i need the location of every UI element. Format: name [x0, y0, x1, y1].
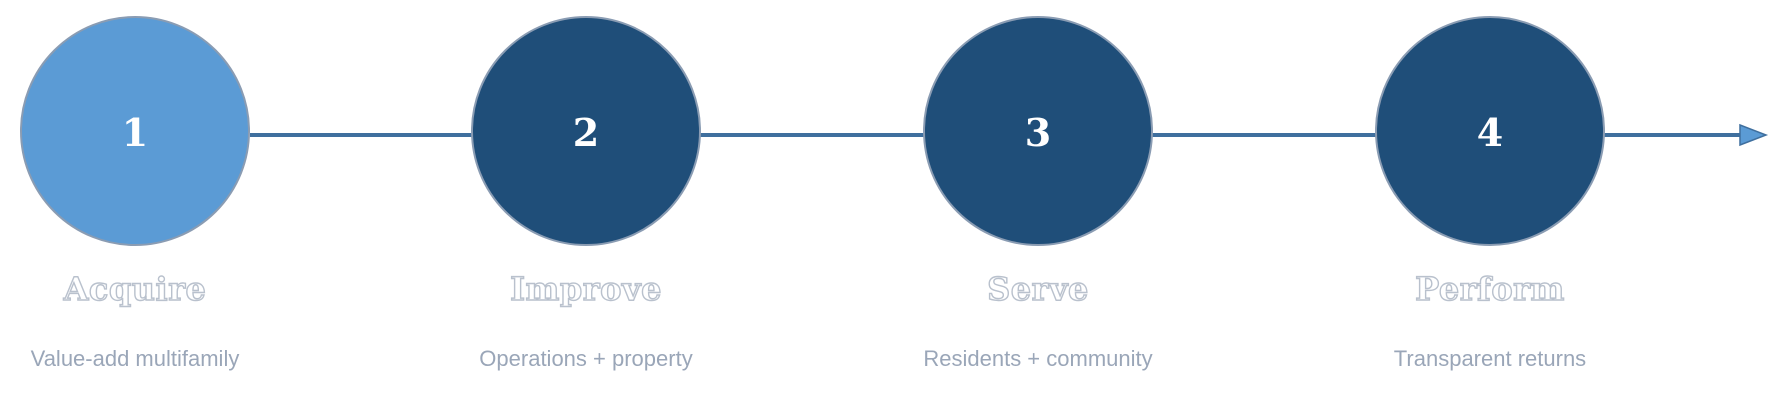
step-number: 2	[572, 109, 600, 155]
step-subtitle: Transparent returns	[1393, 346, 1587, 371]
step-perform: 4 Perform Transparent returns	[1310, 0, 1670, 401]
step-circle: 2	[471, 16, 701, 246]
step-circle: 4	[1375, 16, 1605, 246]
step-title: Improve	[509, 269, 662, 308]
step-improve: 2 Improve Operations + property	[406, 0, 766, 401]
step-number: 3	[1024, 109, 1052, 155]
step-serve: 3 Serve Residents + community	[858, 0, 1218, 401]
step-subtitle: Value-add multifamily	[30, 346, 240, 371]
step-subtitle: Residents + community	[923, 346, 1153, 371]
step-number: 4	[1476, 109, 1504, 155]
step-acquire: 1 Acquire Value-add multifamily	[0, 0, 315, 401]
step-title: Serve	[986, 269, 1089, 308]
step-title: Perform	[1414, 269, 1565, 308]
step-number: 1	[121, 109, 149, 155]
step-circle: 3	[923, 16, 1153, 246]
step-circle: 1	[20, 16, 250, 246]
timeline-arrowhead	[1739, 123, 1769, 147]
step-title: Acquire	[63, 269, 207, 308]
step-subtitle: Operations + property	[479, 346, 693, 371]
